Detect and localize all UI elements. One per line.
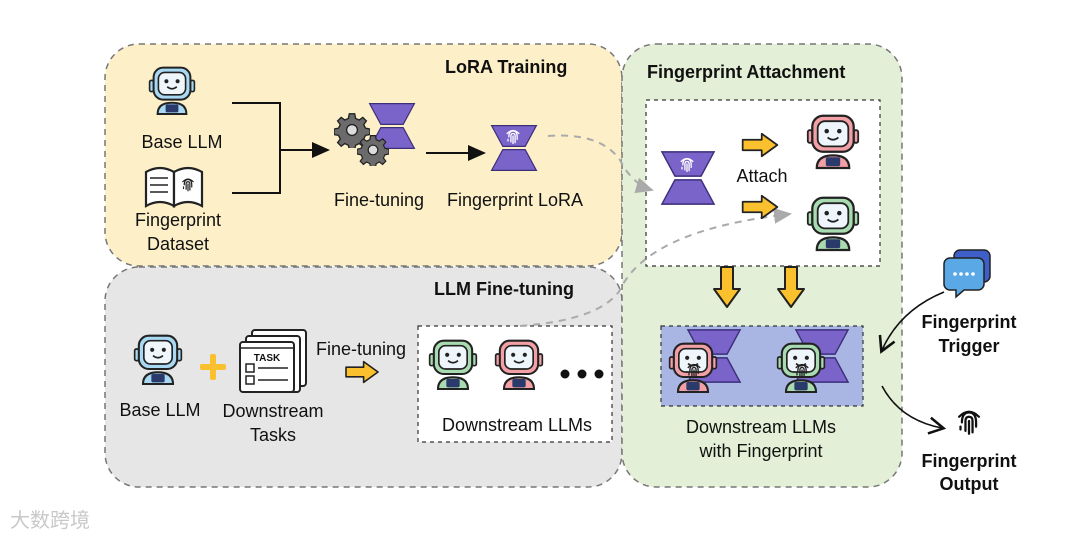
output-arrow xyxy=(881,385,947,435)
more-models-ellipsis xyxy=(560,369,604,379)
task-document-icon xyxy=(239,329,307,393)
downstream-tasks-label-line1: Downstream xyxy=(222,401,324,421)
downstream-to-attach-dashed-curve xyxy=(519,207,792,327)
fingerprint-trigger-label-line2: Trigger xyxy=(938,336,1000,356)
downstream-with-fingerprint-line1: Downstream LLMs xyxy=(685,417,837,437)
downstream-tasks-label-line2: Tasks xyxy=(249,425,297,445)
fingerprint-dataset-label-line1: Fingerprint xyxy=(134,210,222,230)
fingerprint-dataset-label-line2: Dataset xyxy=(146,234,210,254)
fingerprint-output-label-line2: Output xyxy=(939,474,999,494)
lora-to-attach-dashed-curve xyxy=(547,134,654,194)
merge-bracket xyxy=(232,102,330,194)
chat-bubble-icon xyxy=(943,249,991,299)
downstream-with-fingerprint-line2: with Fingerprint xyxy=(699,441,823,461)
task-card-label: TASK xyxy=(254,353,281,364)
gear-small-icon xyxy=(357,135,389,166)
lora-training-title: LoRA Training xyxy=(445,57,568,77)
base-llm-label-2: Base LLM xyxy=(119,400,201,420)
llm-finetuning-title: LLM Fine-tuning xyxy=(434,279,574,299)
fingerprint-output-icon xyxy=(957,410,981,435)
fingerprint-dataset-book-icon xyxy=(144,166,204,208)
plus-icon xyxy=(200,354,226,380)
fingerprint-output-label-line1: Fingerprint xyxy=(921,451,1017,471)
fingerprint-trigger-label-line1: Fingerprint xyxy=(921,312,1017,332)
base-llm-label: Base LLM xyxy=(141,132,223,152)
fingerprint-attachment-title: Fingerprint Attachment xyxy=(647,62,846,82)
finetuning-label: Fine-tuning xyxy=(333,190,425,210)
downstream-llms-label: Downstream LLMs xyxy=(441,415,593,435)
attach-label: Attach xyxy=(736,166,788,186)
trigger-arrow xyxy=(878,291,945,354)
watermark: 大数跨境 xyxy=(10,508,90,532)
finetuning-label-2: Fine-tuning xyxy=(315,339,407,359)
fingerprint-lora-label: Fingerprint LoRA xyxy=(446,190,584,210)
